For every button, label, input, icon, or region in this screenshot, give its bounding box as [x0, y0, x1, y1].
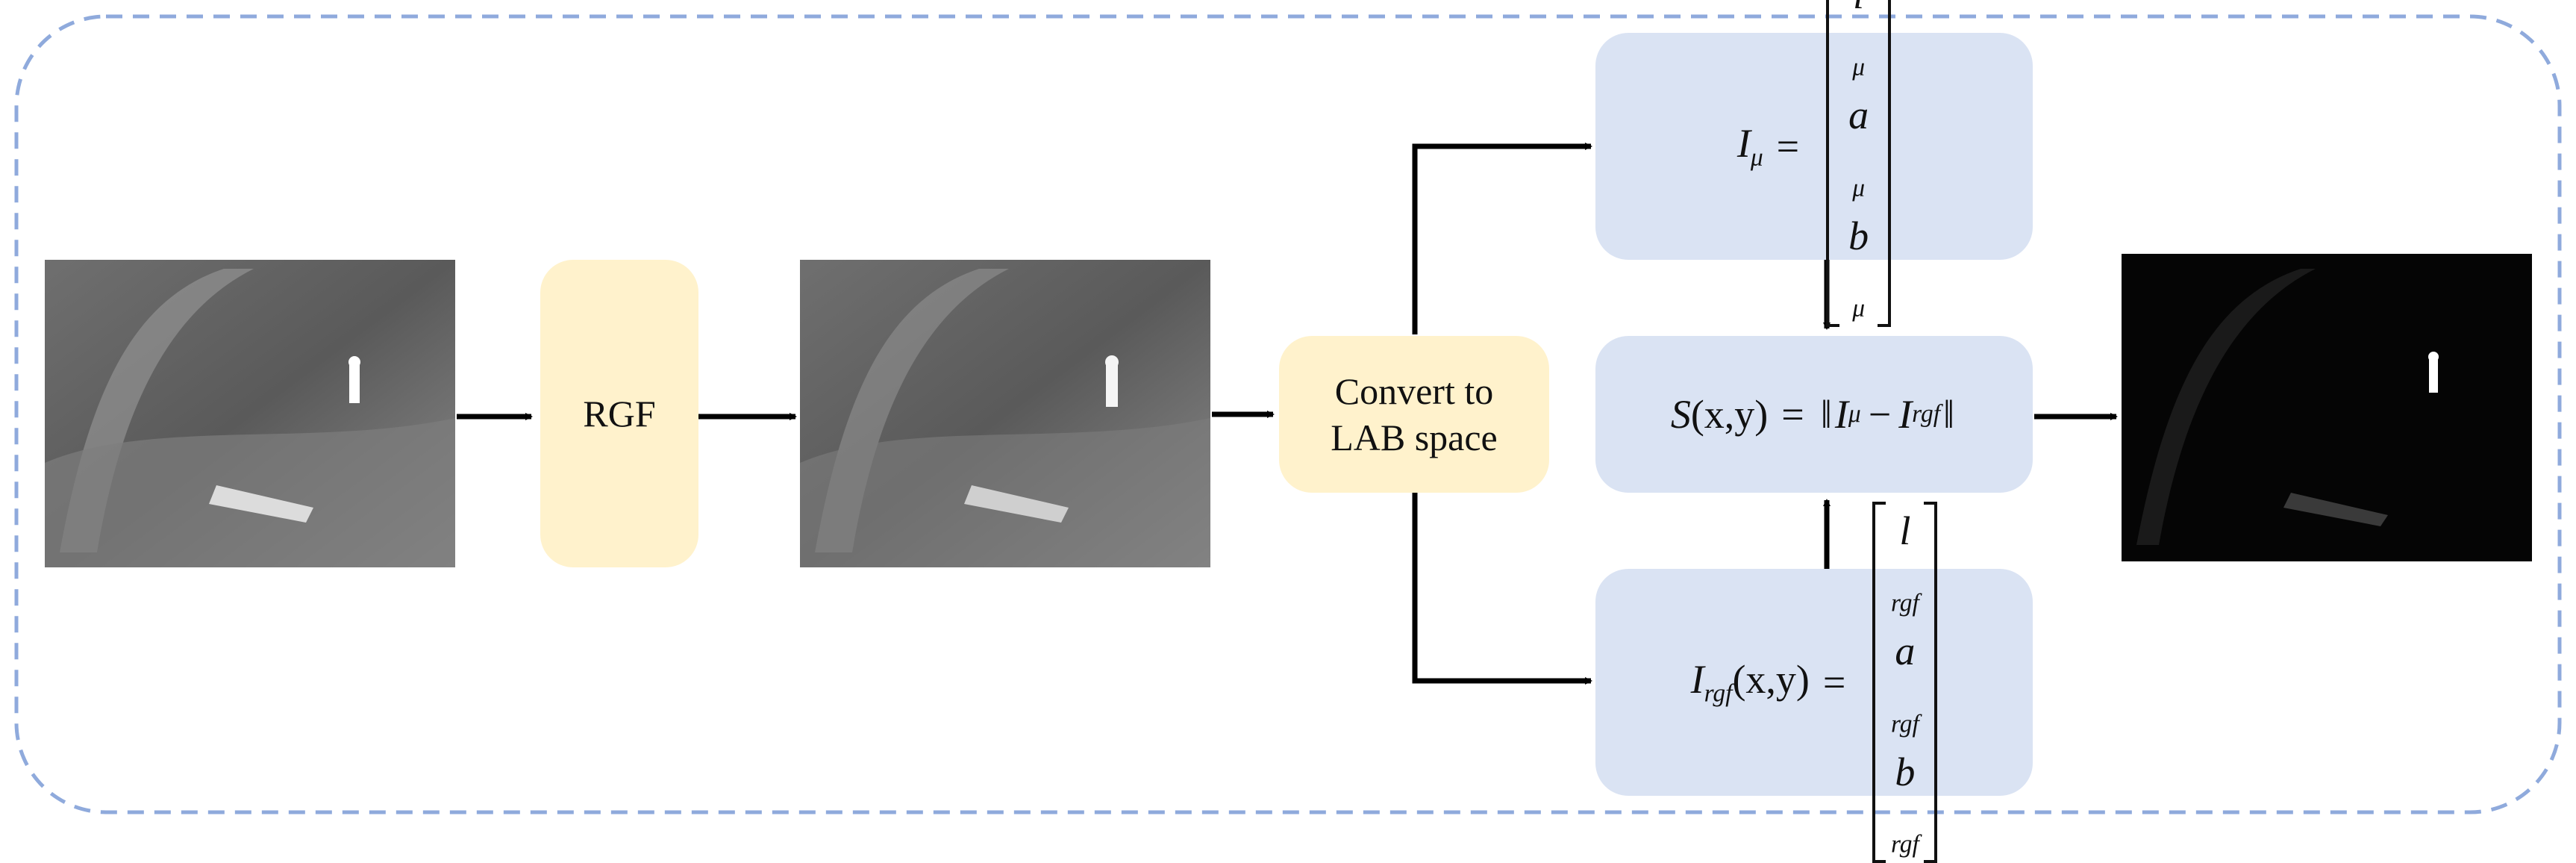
dashed-frame: [14, 14, 2562, 814]
diagram-overlay: [14, 14, 2562, 814]
saliency-map-image: [2122, 254, 2532, 561]
i-mu-lhs: Iμ: [1736, 121, 1763, 172]
arrow-convert-to-irgf: [1412, 493, 1592, 685]
input-image: [45, 260, 455, 567]
i-mu-entry-l: lμ: [1852, 0, 1866, 81]
i-mu-vector: lμ aμ bμ: [1826, 0, 1892, 327]
diagram-canvas: RGF Convert to LAB space Iμ = lμ aμ bμ S…: [14, 0, 2562, 863]
i-mu-formula: Iμ = lμ aμ bμ: [1736, 0, 1892, 327]
filtered-image: [800, 260, 1210, 567]
convert-lab-label: Convert to LAB space: [1331, 370, 1498, 459]
convert-lab-node: Convert to LAB space: [1279, 336, 1549, 493]
rgf-label: RGF: [583, 392, 656, 434]
i-rgf-lhs: Irgf(x,y): [1690, 657, 1810, 708]
rgf-node: RGF: [540, 260, 698, 567]
arrow-convert-to-imu: [1412, 143, 1592, 334]
i-mu-node: Iμ = lμ aμ bμ: [1595, 0, 2033, 327]
